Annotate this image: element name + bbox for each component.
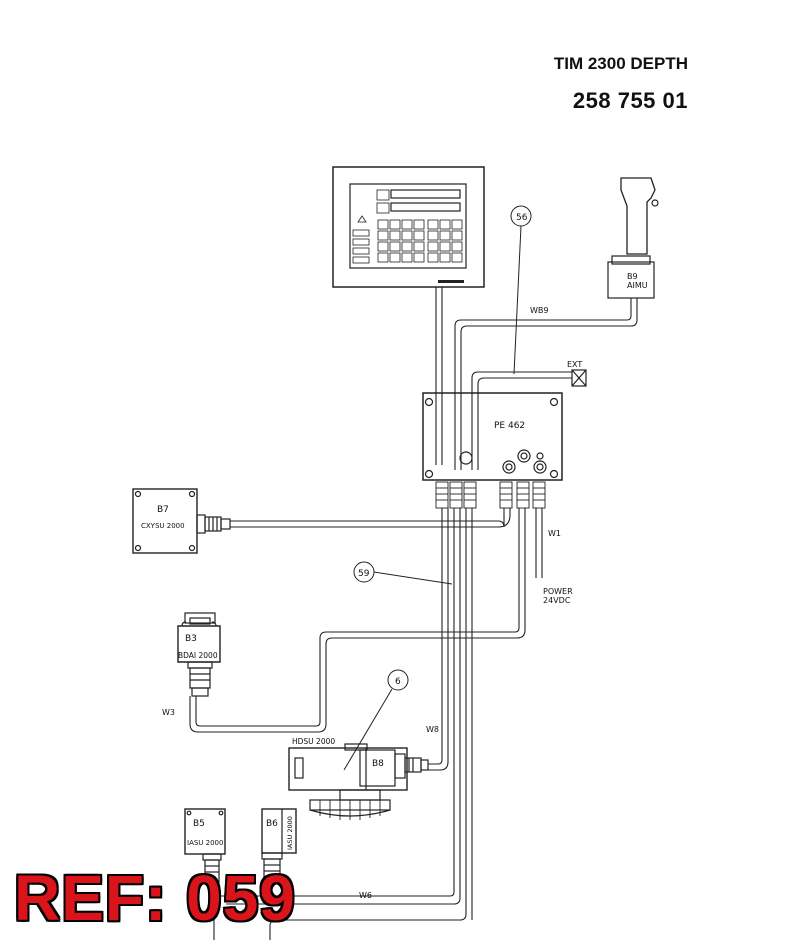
- label-bdai: BDAI 2000: [178, 651, 218, 660]
- label-aimu: AIMU: [627, 281, 648, 290]
- label-power: POWER: [543, 587, 573, 596]
- b8-hdsu-sensor: [288, 743, 429, 820]
- label-b6: B6: [266, 819, 278, 829]
- diagram-title: TIM 2300 DEPTH: [553, 54, 688, 73]
- label-wb9: WB9: [530, 306, 549, 315]
- pe462-box: [422, 392, 563, 509]
- label-b5: B5: [193, 819, 205, 829]
- label-b3: B3: [185, 634, 197, 644]
- label-pe462: PE 462: [494, 421, 525, 431]
- callout-59: 59: [358, 569, 370, 579]
- label-b9: B9: [627, 272, 638, 281]
- label-iasu-vertical: IASU 2000: [286, 816, 294, 850]
- label-w1: W1: [548, 529, 561, 538]
- display-panel: [332, 166, 485, 288]
- label-w8: W8: [426, 725, 439, 734]
- label-hdsu: HDSU 2000: [292, 737, 335, 746]
- label-ext: EXT: [567, 360, 582, 369]
- label-b8: B8: [372, 759, 384, 769]
- callout-6: 6: [395, 677, 401, 687]
- label-b7: B7: [157, 505, 169, 515]
- cables: [189, 287, 638, 940]
- label-power-voltage: 24VDC: [543, 596, 571, 605]
- part-number: 258 755 01: [572, 88, 688, 113]
- ext-terminator-icon: [571, 369, 587, 387]
- callout-56: 56: [516, 213, 528, 223]
- label-w3: W3: [162, 708, 175, 717]
- label-cxysu: CXYSU 2000: [141, 522, 185, 530]
- b3-sensor: [177, 612, 221, 697]
- ref-badge: REF: 059: [14, 862, 296, 934]
- label-iasu: IASU 2000: [187, 839, 223, 847]
- b6-sensor: [261, 808, 297, 882]
- callouts: [343, 205, 532, 771]
- keypad: [377, 219, 463, 263]
- label-w6: W6: [359, 891, 372, 900]
- b5-sensor: [184, 808, 226, 883]
- b7-sensor: [132, 488, 231, 554]
